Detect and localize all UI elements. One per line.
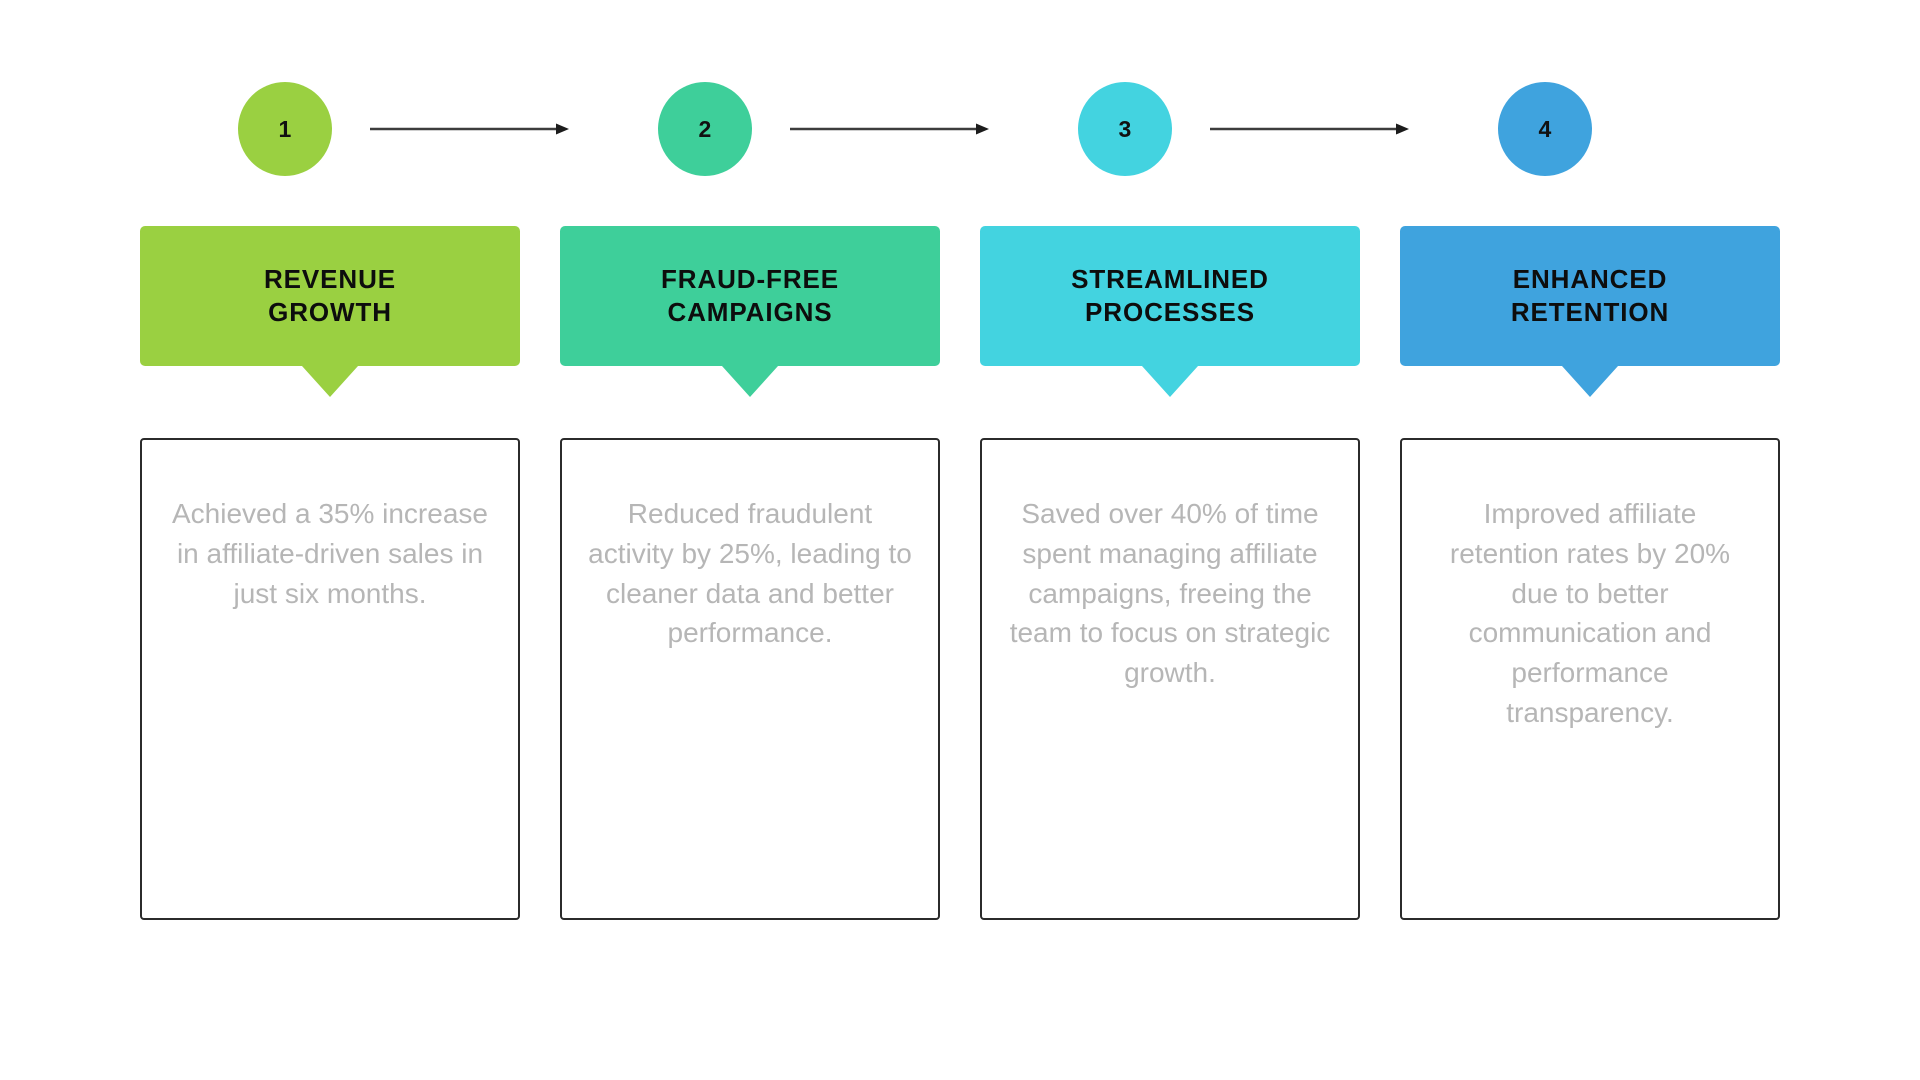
banner-cell-4: ENHANCED RETENTION	[1400, 226, 1780, 397]
step-number-row: 1 2 3	[140, 82, 1780, 176]
step-circle-3[interactable]: 3	[1078, 82, 1172, 176]
step-cell-4: 4	[1400, 82, 1780, 176]
step-number-1: 1	[278, 115, 292, 142]
step-number-4: 4	[1538, 115, 1552, 142]
card-cell-1: Achieved a 35% increase in affiliate-dri…	[140, 438, 520, 920]
step-cell-2: 2	[560, 82, 989, 176]
banner-title-3: STREAMLINED PROCESSES	[1071, 263, 1269, 327]
step-cell-3: 3	[980, 82, 1409, 176]
banner-cell-3: STREAMLINED PROCESSES	[980, 226, 1360, 397]
step-circle-1[interactable]: 1	[238, 82, 332, 176]
banner-fraud-free-campaigns[interactable]: FRAUD-FREE CAMPAIGNS	[560, 226, 940, 366]
description-text-3: Saved over 40% of time spent managing af…	[1009, 498, 1331, 688]
banner-title-4: ENHANCED RETENTION	[1510, 263, 1670, 327]
description-card-1: Achieved a 35% increase in affiliate-dri…	[140, 438, 520, 920]
step-circle-2[interactable]: 2	[658, 82, 752, 176]
step-cell-1: 1	[140, 82, 569, 176]
description-text-2: Reduced fraudulent activity by 25%, lead…	[588, 498, 912, 649]
banner-row: REVENUE GROWTH FRAUD-FREE CAMPAIGNS STRE…	[140, 226, 1780, 397]
step-circle-4[interactable]: 4	[1498, 82, 1592, 176]
banner-tail-2	[722, 366, 778, 397]
banner-enhanced-retention[interactable]: ENHANCED RETENTION	[1400, 226, 1780, 366]
step-number-3: 3	[1118, 115, 1132, 142]
description-card-3: Saved over 40% of time spent managing af…	[980, 438, 1360, 920]
description-card-row: Achieved a 35% increase in affiliate-dri…	[140, 438, 1780, 920]
banner-cell-2: FRAUD-FREE CAMPAIGNS	[560, 226, 940, 397]
description-text-4: Improved affiliate retention rates by 20…	[1449, 498, 1731, 728]
arrow-connector-3	[1210, 122, 1410, 136]
step-number-2: 2	[698, 115, 712, 142]
banner-title-1: REVENUE GROWTH	[264, 263, 396, 327]
description-card-4: Improved affiliate retention rates by 20…	[1400, 438, 1780, 920]
banner-tail-3	[1142, 366, 1198, 397]
arrow-connector-1	[370, 122, 570, 136]
banner-tail-4	[1562, 366, 1618, 397]
banner-streamlined-processes[interactable]: STREAMLINED PROCESSES	[980, 226, 1360, 366]
arrow-connector-2	[790, 122, 990, 136]
banner-title-2: FRAUD-FREE CAMPAIGNS	[661, 263, 839, 327]
banner-tail-1	[302, 366, 358, 397]
banner-revenue-growth[interactable]: REVENUE GROWTH	[140, 226, 520, 366]
card-cell-3: Saved over 40% of time spent managing af…	[980, 438, 1360, 920]
card-cell-2: Reduced fraudulent activity by 25%, lead…	[560, 438, 940, 920]
banner-cell-1: REVENUE GROWTH	[140, 226, 520, 397]
card-cell-4: Improved affiliate retention rates by 20…	[1400, 438, 1780, 920]
description-card-2: Reduced fraudulent activity by 25%, lead…	[560, 438, 940, 920]
description-text-1: Achieved a 35% increase in affiliate-dri…	[172, 498, 488, 609]
